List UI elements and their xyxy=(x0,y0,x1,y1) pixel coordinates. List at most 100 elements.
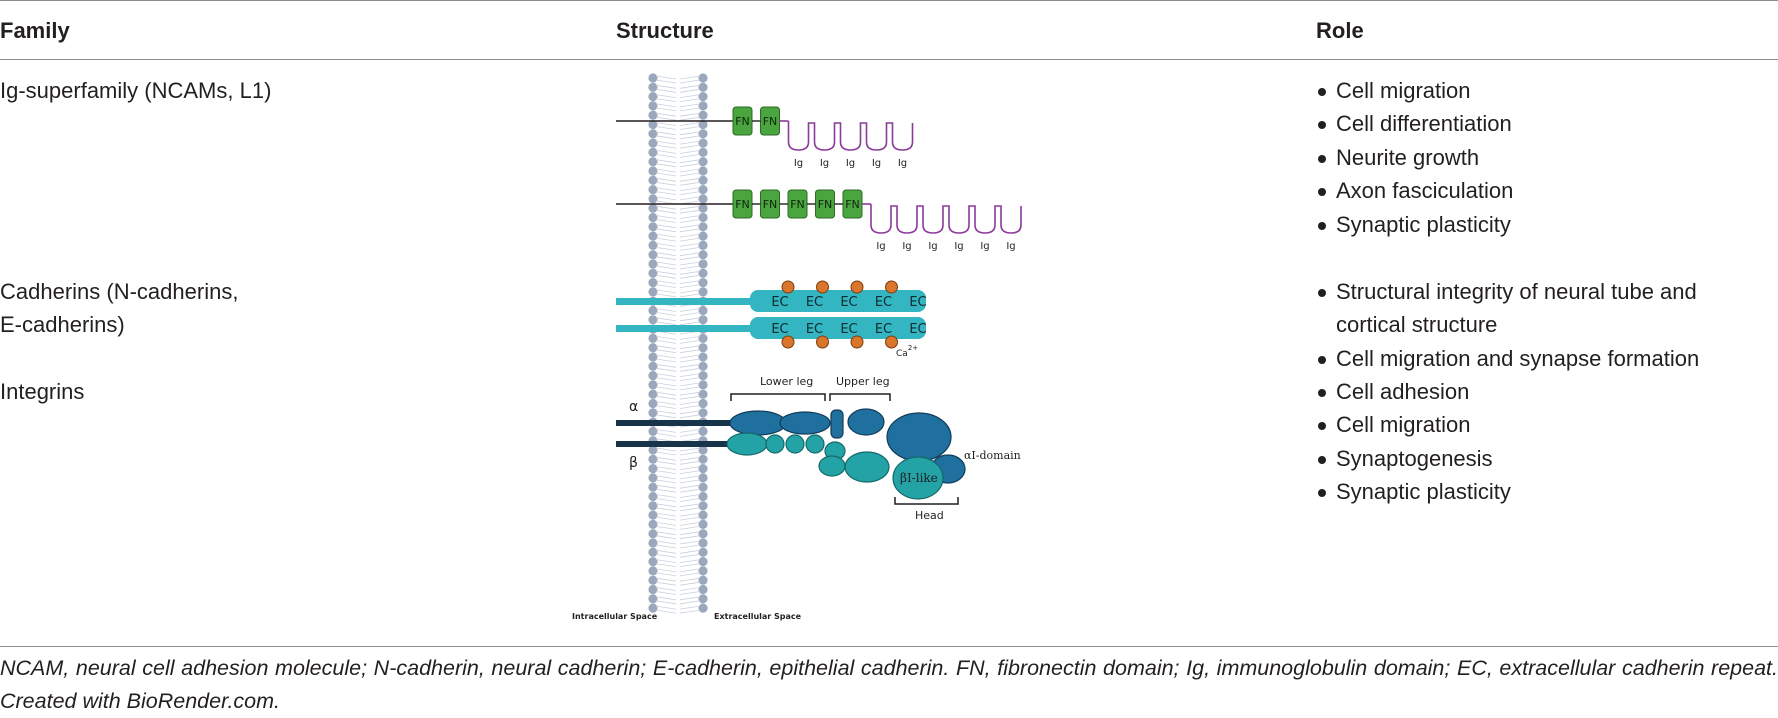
lipid-tail xyxy=(655,587,677,595)
head-bracket xyxy=(894,497,959,505)
lipid-head xyxy=(648,389,658,399)
lipid-head xyxy=(648,510,658,520)
lipid-head xyxy=(648,473,658,483)
ig-label: Ig xyxy=(954,241,963,252)
lipid-tail xyxy=(655,559,677,567)
lipid-tail xyxy=(679,475,701,484)
lipid-tail xyxy=(679,559,701,567)
ec-label: EC xyxy=(771,322,788,337)
lipid-tail xyxy=(679,345,701,354)
lipid-head xyxy=(698,380,708,390)
lipid-tail xyxy=(679,261,701,270)
lipid-head xyxy=(698,501,708,511)
ig-label: Ig xyxy=(898,158,907,169)
lipid-head xyxy=(698,529,708,539)
lipid-head xyxy=(698,259,708,269)
lipid-tail xyxy=(655,577,677,586)
lipid-head xyxy=(648,82,658,92)
lipid-tail xyxy=(655,215,677,223)
lipid-head xyxy=(698,315,708,325)
upper-leg-label: Upper leg xyxy=(836,375,890,388)
lipid-head xyxy=(698,361,708,371)
header-structure: Structure xyxy=(616,18,714,43)
lipid-head xyxy=(648,212,658,223)
lipid-tail xyxy=(679,577,701,586)
head-label: Head xyxy=(915,509,944,522)
lipid-head xyxy=(698,510,708,520)
lipid-bilayer xyxy=(648,73,708,614)
alpha-calf-domain xyxy=(779,411,831,435)
lipid-tail xyxy=(655,94,677,102)
lipid-head xyxy=(698,566,708,576)
beta-label: β xyxy=(629,455,638,471)
lipid-tail xyxy=(679,410,701,419)
lipid-tail xyxy=(679,103,701,112)
lipid-tail xyxy=(655,243,677,251)
cadherin-stalk-2 xyxy=(616,325,756,332)
calcium-ion xyxy=(816,280,829,294)
list-item: Cell migration xyxy=(1316,74,1513,107)
fn-label: FN xyxy=(818,198,833,211)
beta-i-like-domain xyxy=(892,456,944,500)
lipid-head xyxy=(698,157,708,167)
lipid-tail xyxy=(655,84,677,93)
lipid-tail xyxy=(679,150,701,158)
lipid-tail xyxy=(679,233,701,242)
family-cadherins-line1: Cadherins (N-cadherins, xyxy=(0,279,239,304)
header-family: Family xyxy=(0,18,70,43)
lipid-tail xyxy=(679,531,701,540)
lipid-head xyxy=(648,501,658,511)
ec-label: EC xyxy=(909,322,926,337)
integrin-heterodimer: α β Lower leg Upper leg βI-like αI-domai… xyxy=(616,375,1021,522)
list-item: Synaptic plasticity xyxy=(1316,475,1511,508)
lipid-tail xyxy=(655,112,677,121)
lipid-head xyxy=(698,92,708,102)
lipid-head xyxy=(698,464,708,474)
lipid-tail xyxy=(679,503,701,512)
ig-label: Ig xyxy=(820,158,829,169)
list-item: Cell adhesion xyxy=(1316,375,1511,408)
lipid-head xyxy=(698,333,708,343)
lipid-tail xyxy=(655,373,677,381)
lipid-tail xyxy=(655,382,677,391)
lipid-head xyxy=(698,557,708,567)
lipid-head xyxy=(698,73,708,83)
lipid-head xyxy=(648,519,658,530)
lipid-head xyxy=(698,250,708,260)
lipid-tail xyxy=(679,605,701,614)
lipid-head xyxy=(698,445,708,455)
lipid-tail xyxy=(679,289,701,298)
lipid-tail xyxy=(655,391,677,400)
lipid-head xyxy=(698,110,708,120)
lipid-head xyxy=(648,361,658,371)
list-item: Cell migration xyxy=(1316,408,1511,441)
list-item: Synaptic plasticity xyxy=(1316,208,1513,241)
ec-label: EC xyxy=(840,322,857,337)
family-ig-superfamily: Ig-superfamily (NCAMs, L1) xyxy=(0,78,272,103)
lipid-head xyxy=(648,222,658,232)
lipid-tail xyxy=(655,103,677,112)
lipid-head xyxy=(698,426,708,436)
lipid-tail xyxy=(655,196,677,205)
lipid-tail xyxy=(655,224,677,233)
table-top-rule xyxy=(0,0,1778,1)
lipid-head xyxy=(648,194,658,204)
role-line: Structural integrity of neural tube and xyxy=(1336,279,1697,304)
beta-chain-tail xyxy=(616,441,731,447)
lipid-tail xyxy=(655,140,677,149)
table-bottom-rule xyxy=(0,646,1778,647)
lipid-tail xyxy=(655,401,677,409)
lipid-head xyxy=(698,519,708,530)
lipid-head xyxy=(648,454,658,464)
lipid-head xyxy=(698,194,708,204)
lipid-tail xyxy=(679,587,701,595)
calcium-ion xyxy=(781,280,795,294)
calcium-label: Ca2+ xyxy=(896,344,918,359)
ec-label: EC xyxy=(806,322,823,337)
lipid-head xyxy=(648,147,658,157)
lipid-tail xyxy=(655,187,677,195)
lipid-head xyxy=(648,445,658,455)
lipid-tail xyxy=(655,605,677,614)
ec-label: EC xyxy=(806,295,823,310)
